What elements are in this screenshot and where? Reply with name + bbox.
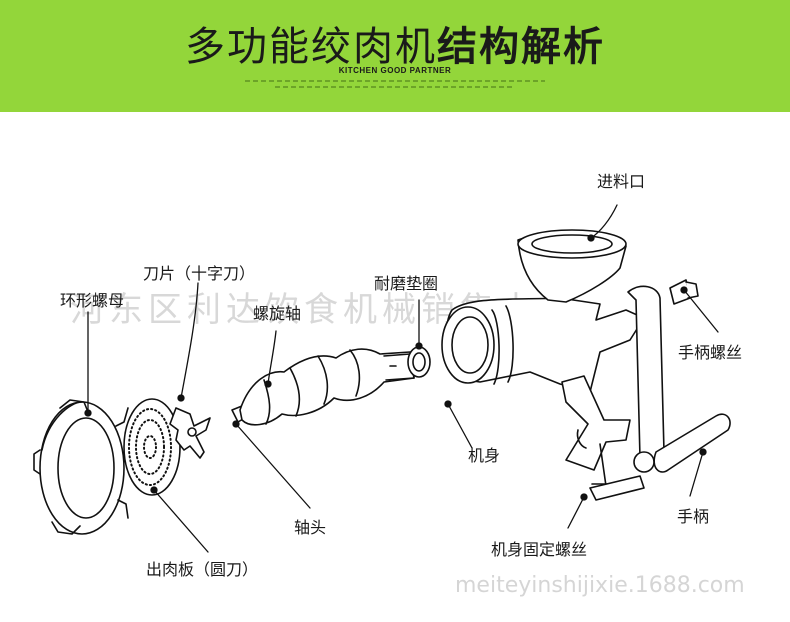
watermark-url: meiteyinshijixie.1688.com <box>455 573 745 598</box>
handle-screw-drawing <box>669 279 699 305</box>
ring-nut-drawing <box>33 399 129 535</box>
gasket-drawing <box>407 346 431 378</box>
screw-shaft-drawing <box>231 348 415 426</box>
label-blade: 刀片（十字刀） <box>143 264 256 283</box>
page-subtitle: KITCHEN GOOD PARTNER <box>338 66 452 75</box>
leader-plate <box>153 489 209 553</box>
label-inlet: 进料口 <box>597 172 646 191</box>
title-bold: 结构解析 <box>437 24 605 70</box>
label-screw-shaft: 螺旋轴 <box>253 304 302 323</box>
label-shaft-head: 轴头 <box>294 518 327 537</box>
leader-blade <box>180 282 199 399</box>
label-handle-screw: 手柄螺丝 <box>678 343 743 362</box>
leader-handle <box>689 451 704 497</box>
leader-body <box>447 403 473 449</box>
leader-clamp-screw <box>567 496 585 529</box>
leader-screw-shaft <box>267 330 277 385</box>
decorative-divider <box>275 86 515 88</box>
label-plate: 出肉板（圆刀） <box>146 560 259 579</box>
page-title: 多功能绞肉机结构解析 <box>0 14 790 72</box>
leader-shaft-head <box>235 423 311 509</box>
title-regular: 多功能绞肉机 <box>185 24 437 70</box>
label-body: 机身 <box>468 446 501 465</box>
blade-drawing <box>169 407 211 459</box>
label-gasket: 耐磨垫圈 <box>374 274 439 293</box>
label-handle: 手柄 <box>677 507 710 526</box>
decorative-divider <box>245 80 545 82</box>
handle-drawing <box>627 285 731 473</box>
leader-lines <box>84 204 719 553</box>
label-ring-nut: 环形螺母 <box>60 291 125 310</box>
body-drawing <box>441 229 645 501</box>
leader-handle-screw <box>683 289 719 333</box>
header-banner: 多功能绞肉机结构解析 KITCHEN GOOD PARTNER <box>0 0 790 112</box>
label-clamp-screw: 机身固定螺丝 <box>491 540 588 559</box>
plate-drawing <box>123 398 181 496</box>
